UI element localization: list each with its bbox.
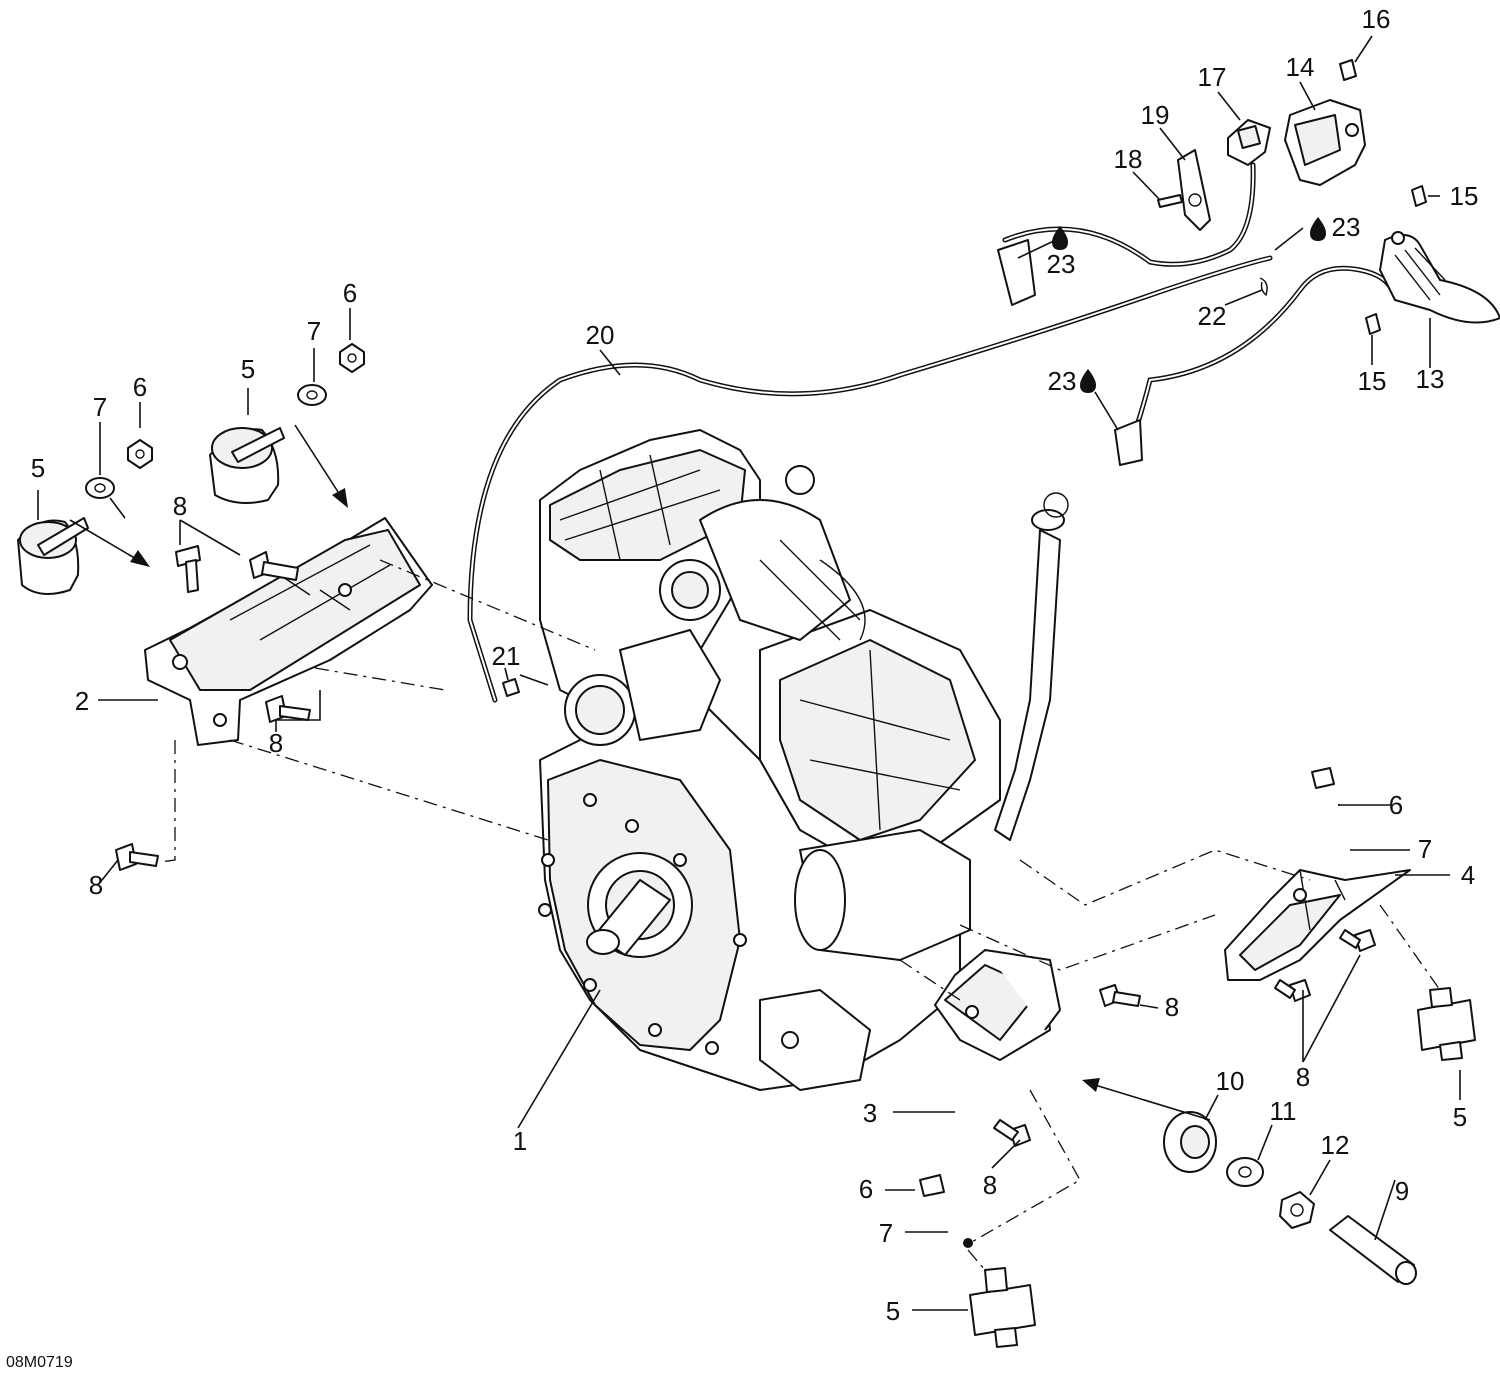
callout-20: 20 — [586, 320, 615, 350]
bushing-10 — [1163, 1111, 1217, 1173]
callout-1: 1 — [513, 1126, 527, 1156]
bolt-8-b — [249, 551, 299, 581]
callout-23b: 23 — [1332, 212, 1361, 242]
rubber-mount-upper-left — [17, 517, 89, 595]
reference-code: 08M0719 — [6, 1354, 73, 1371]
callout-3: 3 — [863, 1098, 877, 1128]
callout-6d: 6 — [859, 1174, 873, 1204]
cable-20 — [467, 255, 1273, 703]
callout-4: 4 — [1461, 860, 1475, 890]
housing-14 — [1284, 99, 1366, 186]
callout-12: 12 — [1321, 1130, 1350, 1160]
callout-8a: 8 — [173, 491, 187, 521]
bolt-8-f — [993, 1119, 1031, 1147]
rubber-mount-bottom — [969, 1267, 1036, 1348]
callout-5d: 5 — [886, 1296, 900, 1326]
callout-15a: 15 — [1450, 181, 1479, 211]
plate-19 — [1177, 149, 1211, 231]
engine-bracket-right — [1224, 869, 1411, 981]
nut-12 — [1279, 1191, 1315, 1229]
cable-right — [1114, 265, 1395, 466]
side-cover-bolts — [538, 793, 747, 1055]
clip-22 — [1259, 277, 1268, 297]
nut-left-1 — [127, 439, 153, 469]
bolt-8-g — [1339, 929, 1376, 952]
bolt-8-c — [265, 695, 311, 723]
callout-22: 22 — [1198, 301, 1227, 331]
cap-15a — [1411, 185, 1427, 207]
assembly-arrows — [69, 424, 1211, 1121]
callout-15b: 15 — [1358, 366, 1387, 396]
rubber-mount-right — [1417, 987, 1476, 1061]
lever-13 — [1379, 231, 1500, 324]
callout-7c: 7 — [1418, 834, 1432, 864]
callout-6b: 6 — [343, 278, 357, 308]
callout-7a: 7 — [93, 392, 107, 422]
cable-upper — [997, 162, 1256, 306]
cap-15b — [1365, 313, 1381, 335]
nut-21 — [502, 678, 520, 697]
callout-16: 16 — [1362, 4, 1391, 34]
washer-11 — [1226, 1157, 1264, 1187]
bolt-8-e — [1099, 984, 1141, 1007]
pin-9 — [1329, 1215, 1417, 1285]
bolt-8-h — [1274, 979, 1311, 1002]
washer-left-1 — [85, 477, 115, 499]
callout-6c: 6 — [1389, 790, 1403, 820]
assembly-lines — [159, 559, 1441, 1271]
callout-11: 11 — [1270, 1096, 1297, 1126]
plug-16 — [1339, 59, 1357, 81]
callout-8d: 8 — [1165, 992, 1179, 1022]
callout-7b: 7 — [307, 316, 321, 346]
callout-8e: 8 — [983, 1170, 997, 1200]
engine-assembly — [538, 429, 1069, 1091]
callout-9: 9 — [1395, 1176, 1409, 1206]
callout-8f: 8 — [1296, 1062, 1310, 1092]
callout-17: 17 — [1198, 62, 1227, 92]
callout-5b: 5 — [241, 354, 255, 384]
callout-23c: 23 — [1048, 366, 1077, 396]
switch-17 — [1227, 119, 1271, 166]
callout-18: 18 — [1114, 144, 1143, 174]
callout-labels: 1 2 3 4 5 5 5 5 6 6 6 6 7 7 7 7 8 8 8 8 … — [6, 4, 1478, 1371]
nut-right — [1311, 767, 1335, 789]
washer-left-2 — [297, 384, 327, 406]
lubricant-drop-icon — [1052, 217, 1326, 393]
nut-bottom — [919, 1174, 945, 1197]
callout-7d: 7 — [879, 1218, 893, 1248]
callout-10: 10 — [1216, 1066, 1245, 1096]
callout-21: 21 — [492, 641, 521, 671]
engine-bracket-front — [934, 949, 1061, 1061]
callout-5c: 5 — [1453, 1102, 1467, 1132]
callout-2: 2 — [75, 686, 89, 716]
nut-left-2 — [339, 343, 365, 373]
rubber-mount-upper-mid — [209, 427, 285, 505]
callout-13: 13 — [1416, 364, 1445, 394]
engine-bracket-left — [144, 517, 433, 746]
callout-6a: 6 — [133, 372, 147, 402]
callout-14: 14 — [1286, 52, 1315, 82]
callout-8b: 8 — [269, 728, 283, 758]
leader-lines — [37, 35, 1461, 1311]
screw-18 — [1157, 194, 1183, 208]
bolt-8-a — [175, 545, 201, 593]
callout-8c: 8 — [89, 870, 103, 900]
callout-19: 19 — [1141, 100, 1170, 130]
bolt-8-d — [115, 843, 159, 871]
callout-23a: 23 — [1047, 249, 1076, 279]
callout-5a: 5 — [31, 453, 45, 483]
